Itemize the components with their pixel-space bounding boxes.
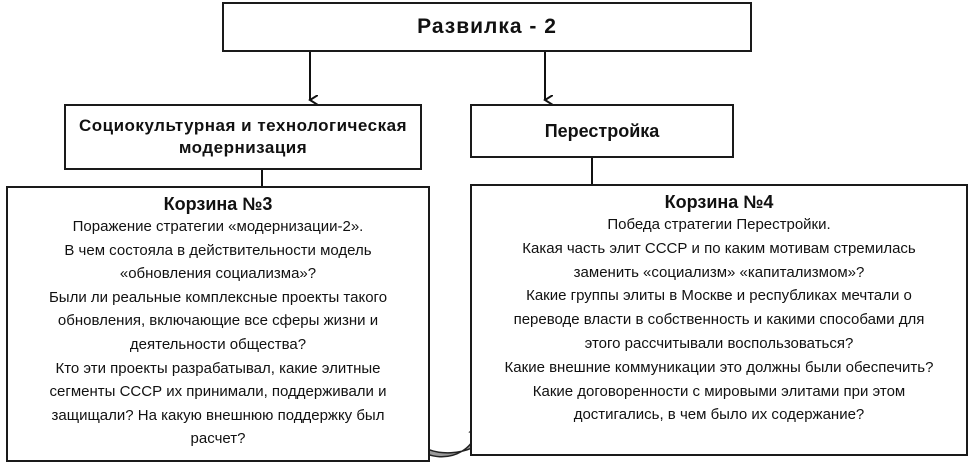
basket-3: Корзина №3 Поражение стратегии «модерниз…	[6, 186, 430, 462]
basket-4-line: переводе власти в собственность и какими…	[513, 311, 925, 329]
basket-3-line: В чем состояла в действительности модель	[64, 241, 372, 259]
basket-4: Корзина №4 Победа стратегии Перестройки.…	[470, 184, 968, 456]
basket-4-line: Победа стратегии Перестройки.	[607, 216, 831, 233]
basket-4-text: Победа стратегии Перестройки. Какая част…	[472, 213, 966, 427]
basket-3-line: «обновления социализма»?	[119, 265, 317, 283]
fork-box: Развилка - 2	[222, 2, 752, 52]
right-branch-heading: Перестройка	[470, 104, 734, 158]
basket-3-line: защищали? На какую внешнюю поддержку был	[51, 406, 385, 424]
basket-4-line: Какая часть элит СССР и по каким мотивам…	[522, 239, 916, 257]
basket-4-line: Какие группы элиты в Москве и республика…	[526, 287, 912, 305]
basket-3-line: Кто эти проекты разрабатывал, какие элит…	[55, 359, 381, 377]
right-heading-text: Перестройка	[544, 121, 660, 141]
left-heading-line-1: Социокультурная и технологическая	[78, 116, 407, 135]
basket-4-line: заменить «социализм» «капитализмом»?	[573, 263, 865, 281]
left-branch-heading: Социокультурная и технологическая модерн…	[64, 104, 422, 170]
basket-4-line: достигались, в чем было их содержание?	[573, 406, 865, 424]
basket-3-line: расчет?	[190, 430, 246, 448]
basket-3-title: Корзина №3	[163, 194, 273, 214]
basket-3-line: сегменты СССР их принимали, поддерживали…	[49, 383, 387, 401]
basket-4-line: Какие внешние коммуникации это должны бы…	[504, 358, 934, 376]
basket-3-text: Поражение стратегии «модернизации-2». В …	[8, 215, 428, 451]
basket-4-line: Какие договоренности с мировыми элитами …	[532, 382, 906, 400]
basket-3-line: Поражение стратегии «модернизации-2».	[72, 218, 364, 235]
basket-3-line: деятельности общества?	[129, 335, 307, 353]
basket-4-line: этого рассчитывали воспользоваться?	[584, 334, 854, 352]
fork-title: Развилка - 2	[417, 15, 557, 38]
basket-3-line: Были ли реальные комплексные проекты так…	[48, 288, 388, 306]
basket-4-title: Корзина №4	[664, 192, 774, 212]
left-heading-line-2: модернизация	[178, 138, 308, 157]
fork-connector	[309, 52, 546, 66]
basket-3-line: обновления, включающие все сферы жизни и	[57, 312, 379, 330]
